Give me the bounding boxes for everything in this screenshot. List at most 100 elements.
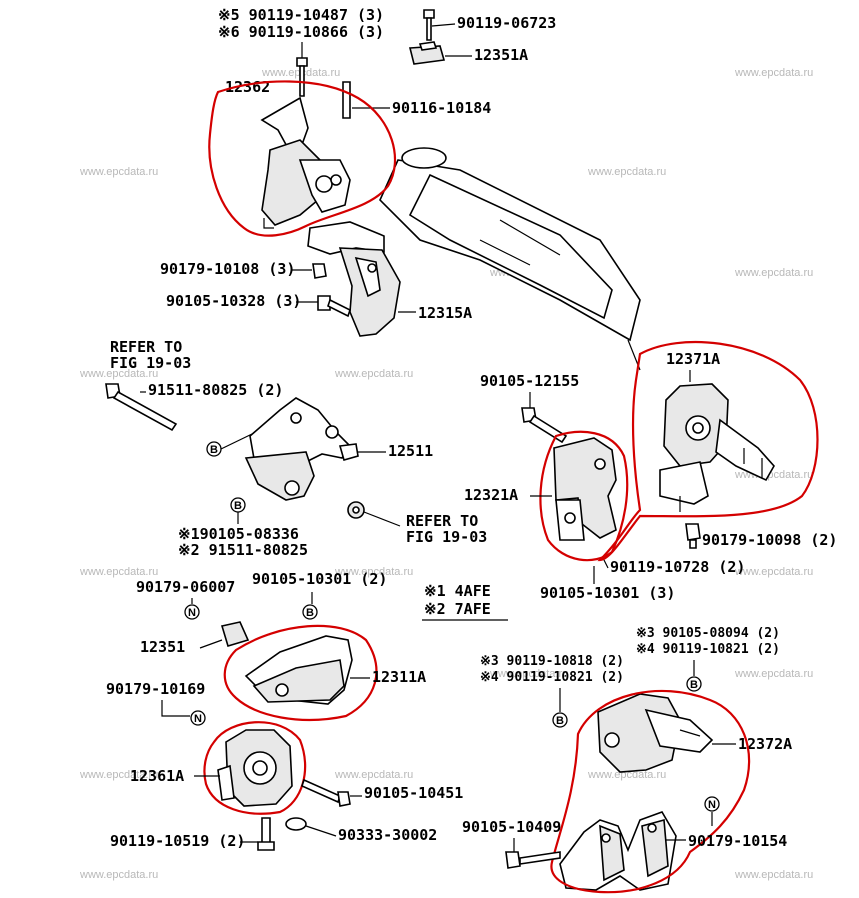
part-label-90119-10821-a: ※4 90119-10821 (2) [636, 642, 780, 657]
watermark: www.epcdata.ru [587, 166, 666, 178]
part-label-12351A: 12351A [474, 46, 528, 64]
badge-b: B [552, 712, 568, 728]
highlight-ring [203, 721, 307, 815]
svg-text:B: B [556, 715, 564, 727]
mount-group-upper-left: ※5 90119-10487 (3) ※6 90119-10866 (3) 90… [160, 6, 556, 337]
nut-90179-10098 [685, 523, 701, 549]
part-label-12361A: 12361A [130, 767, 184, 785]
svg-text:B: B [690, 679, 698, 691]
legend-note-2: ※2 7AFE [424, 600, 491, 618]
part-label-90105-10301-2: 90105-10301 (2) [252, 570, 387, 588]
bolt-90105-12155 [521, 407, 568, 444]
watermark: www.epcdata.ru [79, 566, 158, 578]
watermark: www.epcdata.ru [734, 566, 813, 578]
part-label-90179-10108: 90179-10108 (3) [160, 260, 295, 278]
part-label-91511-80825-alt: ※2 91511-80825 [178, 541, 308, 559]
watermark: www.epcdata.ru [489, 668, 568, 680]
badge-b: B [686, 676, 702, 692]
bolt-90105-10328 [317, 295, 351, 318]
highlight-ring [223, 624, 378, 722]
part-label-12372A: 12372A [738, 735, 792, 753]
part-label-12321A: 12321A [464, 486, 518, 504]
part-label-90119-10866: ※6 90119-10866 (3) [218, 23, 384, 41]
part-label-90119-10487: ※5 90119-10487 (3) [218, 6, 384, 24]
bracket-lower-right [559, 811, 677, 891]
part-label-90179-10154: 90179-10154 [688, 832, 787, 850]
badge-n: N [190, 710, 206, 726]
mount-group-middle-left: REFER TO FIG 19-03 91511-80825 (2) B 125… [105, 338, 487, 559]
part-label-91511-80825: 91511-80825 (2) [148, 381, 283, 399]
badge-b: B [206, 441, 222, 457]
part-label-90116-10184: 90116-10184 [392, 99, 491, 117]
stopper-12351 [220, 621, 250, 647]
watermark: www.epcdata.ru [734, 869, 813, 881]
svg-text:N: N [188, 607, 196, 619]
grommet [347, 501, 365, 519]
bracket-12311A [244, 635, 353, 705]
part-label-90119-10728: 90119-10728 (2) [610, 558, 745, 576]
part-label-90119-10821-b: ※4 90119-10821 (2) [480, 670, 624, 685]
part-label-12351: 12351 [140, 638, 185, 656]
watermark: www.epcdata.ru [334, 368, 413, 380]
badge-b: B [230, 497, 246, 513]
watermark: www.epcdata.ru [734, 267, 813, 279]
part-label-90105-08094: ※3 90105-08094 (2) [636, 626, 780, 641]
svg-text:B: B [234, 500, 242, 512]
bolt-91511-80825 [105, 383, 178, 432]
bracket-12511 [244, 397, 359, 501]
refer-label: REFER TO [110, 338, 182, 356]
watermark: www.epcdata.ru [734, 67, 813, 79]
watermark: www.epcdata.ru [734, 668, 813, 680]
bolt-90119-06723 [423, 9, 435, 41]
refer-label: FIG 19-03 [406, 528, 487, 546]
svg-text:B: B [210, 444, 218, 456]
insulator-12371A [659, 383, 775, 512]
part-label-90119-10818: ※3 90119-10818 (2) [480, 654, 624, 669]
watermark: www.epcdata.ru [79, 769, 158, 781]
svg-text:B: B [306, 607, 314, 619]
legend-note-1: ※1 4AFE [424, 582, 491, 600]
bolt-90105-10451 [301, 778, 351, 807]
part-label-90179-10169: 90179-10169 [106, 680, 205, 698]
highlight-ring [550, 689, 751, 894]
refer-label: FIG 19-03 [110, 354, 191, 372]
svg-text:N: N [708, 799, 716, 811]
badge-n: N [704, 796, 720, 812]
mount-group-right-middle: 90105-12155 12371A 12321A [464, 340, 837, 602]
mount-group-lower-right: ※3 90105-08094 (2) ※4 90119-10821 (2) B … [462, 626, 792, 894]
insulator-12372A [597, 693, 714, 773]
insulator-12361A [217, 729, 293, 807]
part-label-90333-30002: 90333-30002 [338, 826, 437, 844]
watermark: www.epcdata.ru [587, 769, 666, 781]
bolt-90119-10519 [257, 817, 275, 851]
part-label-12311A: 12311A [372, 668, 426, 686]
watermark: www.epcdata.ru [79, 368, 158, 380]
badge-b: B [302, 604, 318, 620]
part-label-12371A: 12371A [666, 350, 720, 368]
stud-90116-10184 [342, 81, 351, 119]
washer-90333-30002 [285, 817, 307, 831]
refer-label: REFER TO [406, 512, 478, 530]
part-label-90179-06007: 90179-06007 [136, 578, 235, 596]
bracket-12321A [553, 437, 617, 541]
stopper-12351A [408, 41, 446, 65]
highlight-ring [597, 340, 819, 562]
part-label-90119-10519: 90119-10519 (2) [110, 832, 245, 850]
watermark: www.epcdata.ru [334, 769, 413, 781]
part-label-12315A: 12315A [418, 304, 472, 322]
part-label-90105-10328: 90105-10328 (3) [166, 292, 301, 310]
legend: ※1 4AFE ※2 7AFE [422, 582, 508, 621]
part-label-90105-10451: 90105-10451 [364, 784, 463, 802]
part-label-12511: 12511 [388, 442, 433, 460]
part-label-90105-08336: ※190105-08336 [178, 525, 299, 543]
part-label-90119-06723: 90119-06723 [457, 14, 556, 32]
highlight-ring [539, 430, 629, 562]
mount-group-lower-left: 90179-06007 N 90105-10301 (2) B 12351 12… [106, 570, 463, 851]
part-label-90105-12155: 90105-12155 [480, 372, 579, 390]
bolt-90119-10487 [296, 57, 308, 97]
badge-n: N [184, 604, 200, 620]
engine-block [379, 147, 641, 371]
part-label-90105-10301-3: 90105-10301 (3) [540, 584, 675, 602]
nut-90179-10108 [312, 263, 327, 279]
